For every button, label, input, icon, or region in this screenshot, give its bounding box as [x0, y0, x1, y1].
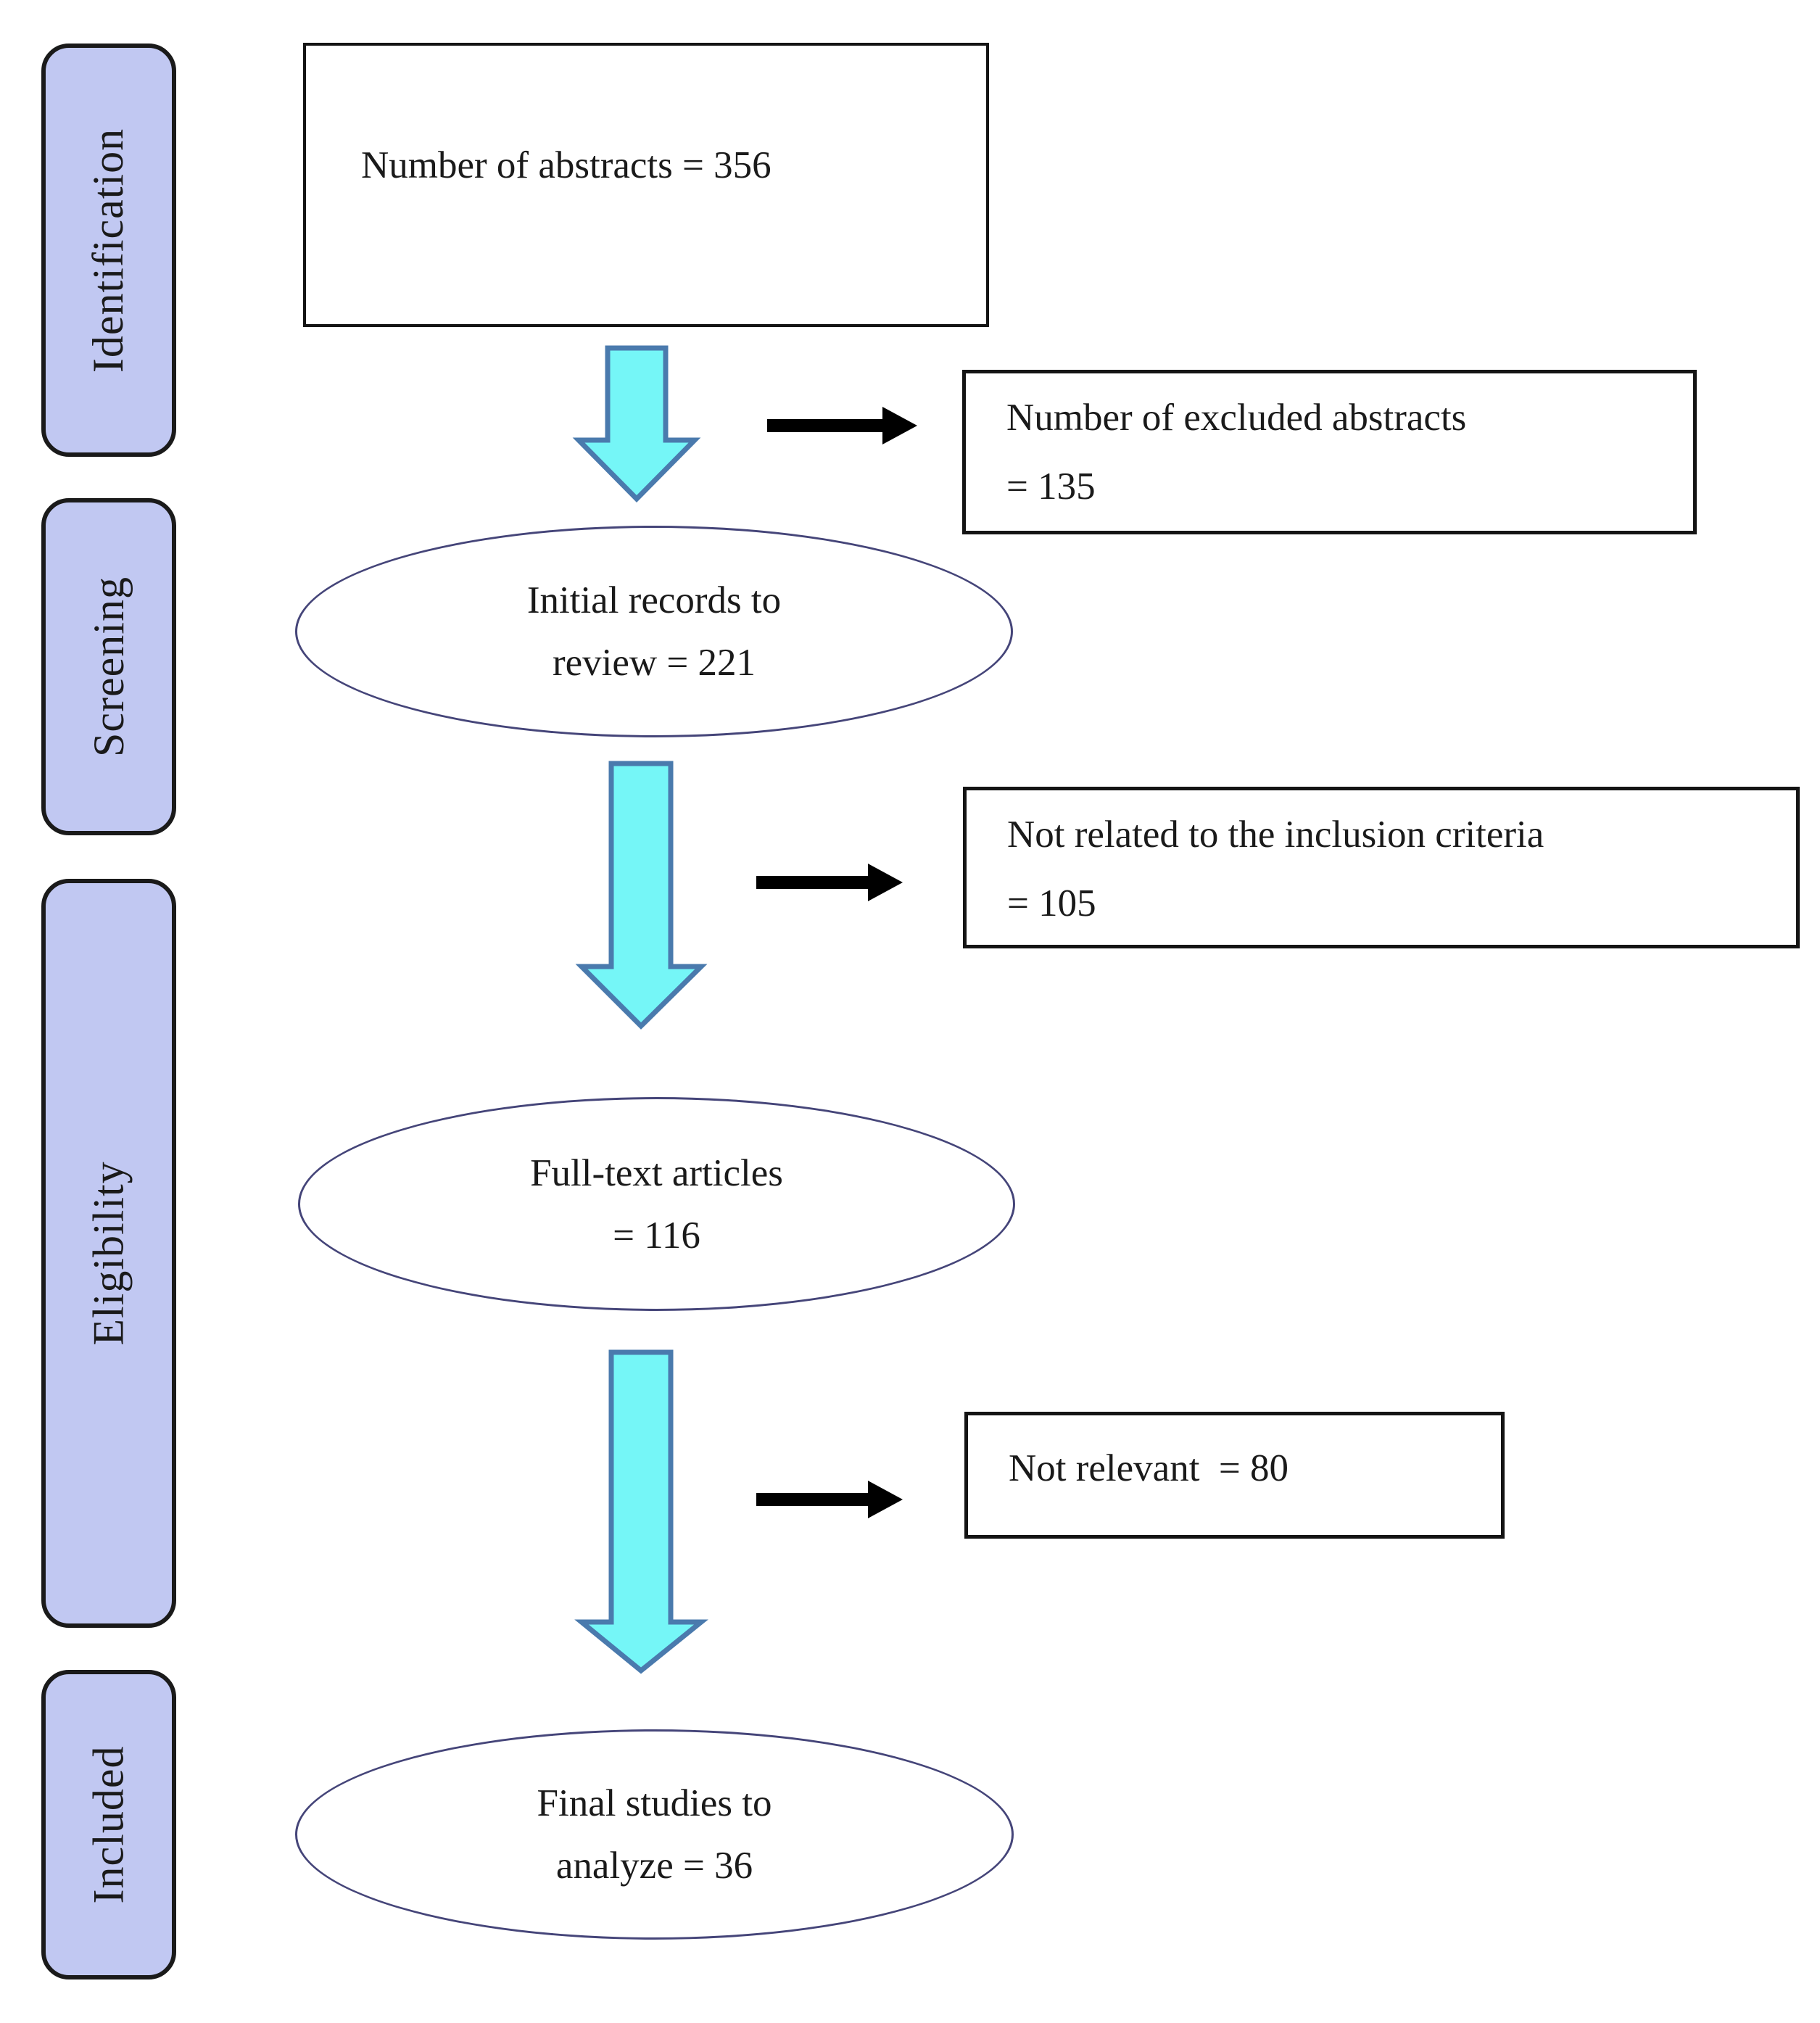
node-full-text-articles: Full-text articles = 116 — [298, 1097, 1015, 1311]
node-number-of-abstracts-text: Number of abstracts = 356 — [361, 144, 772, 186]
stage-screening-label: Screening — [84, 576, 133, 757]
stage-eligibility: Eligibility — [41, 879, 176, 1628]
node-not-related-criteria: Not related to the inclusion criteria = … — [963, 787, 1800, 948]
node-final-studies-line1: Final studies to — [537, 1782, 772, 1824]
down-arrow-icon-1 — [572, 345, 701, 502]
stage-eligibility-label: Eligibility — [84, 1161, 133, 1346]
node-full-text-articles-line2: = 116 — [613, 1214, 700, 1257]
stage-identification: Identification — [41, 44, 176, 457]
node-excluded-abstracts-line2: = 135 — [1006, 466, 1096, 508]
node-not-relevant: Not relevant = 80 — [964, 1412, 1505, 1539]
node-excluded-abstracts-line1: Number of excluded abstracts — [1006, 397, 1467, 439]
down-arrow-icon-3 — [574, 1349, 708, 1674]
node-final-studies-line2: analyze = 36 — [555, 1845, 753, 1887]
right-arrow-icon-2 — [756, 864, 903, 901]
right-arrow-icon-1 — [767, 407, 917, 444]
node-not-related-criteria-line2: = 105 — [1007, 882, 1096, 924]
node-not-relevant-text: Not relevant = 80 — [1009, 1447, 1289, 1489]
right-arrow-icon-3 — [756, 1481, 903, 1518]
stage-included-label: Included — [84, 1745, 133, 1904]
stage-included: Included — [41, 1670, 176, 1979]
node-full-text-articles-line1: Full-text articles — [530, 1151, 783, 1194]
node-initial-records-line2: review = 221 — [552, 642, 756, 684]
node-not-related-criteria-line1: Not related to the inclusion criteria — [1007, 814, 1544, 856]
node-initial-records-line1: Initial records to — [526, 579, 782, 621]
down-arrow-icon-2 — [575, 761, 708, 1030]
stage-screening: Screening — [41, 498, 176, 835]
node-final-studies: Final studies to analyze = 36 — [295, 1729, 1014, 1940]
stage-identification-label: Identification — [84, 128, 133, 373]
node-number-of-abstracts: Number of abstracts = 356 — [303, 43, 989, 327]
node-initial-records: Initial records to review = 221 — [295, 526, 1013, 737]
node-excluded-abstracts: Number of excluded abstracts = 135 — [962, 370, 1697, 534]
